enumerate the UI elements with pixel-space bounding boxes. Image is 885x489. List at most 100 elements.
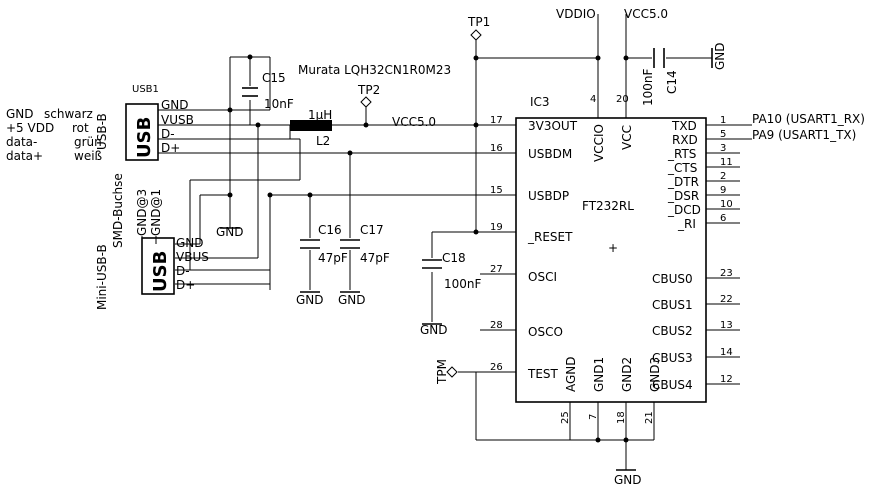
legend-dm-color: grün [74, 135, 102, 149]
usb-gnd-symbol: GND [216, 225, 244, 239]
pin-22-name: CBUS1 [652, 298, 693, 312]
legend-dp-color: weiß [74, 149, 103, 163]
c15-name: C15 [262, 71, 286, 85]
wire-color-legend: GND schwarz +5 VDD rot data- grün data+ … [6, 107, 103, 163]
pin-10-name: _DCD [667, 203, 701, 217]
legend-gnd-name: GND [6, 107, 34, 121]
tpm-testpoint: TPM [435, 359, 458, 385]
pin-6-name: _RI [677, 217, 696, 231]
pin-17-num: 17 [490, 115, 503, 126]
ic3-ft232rl: IC3 FT232RL + 17 3V3OUT 16 USBDM 15 USBD… [490, 94, 733, 424]
pin-5-name: RXD [672, 133, 698, 147]
c14-gnd: GND [713, 42, 727, 70]
pin-20-num: 20 [616, 94, 629, 105]
pin-19-name: _RESET [527, 230, 573, 244]
ic3-right-pins: TXD 1 RXD 5 _RTS 3 _CTS 11 _DTR 2 _DSR 9… [652, 115, 733, 392]
pin-1-num: 1 [720, 115, 726, 126]
pin-13-num: 13 [720, 320, 733, 331]
c14-name: C14 [665, 70, 679, 94]
c17-capacitor: C17 47pF GND [338, 223, 390, 307]
legend-vdd-color: rot [72, 121, 89, 135]
pin-3-name: _RTS [667, 147, 696, 161]
pin-26-name: TEST [527, 367, 559, 381]
pin-11-name: _CTS [667, 161, 697, 175]
svg-text:+: + [608, 241, 618, 255]
mini-pin-gnd: GND [176, 236, 204, 250]
tp2-testpoint: TP2 VCC5.0 [357, 83, 436, 129]
pin-2-name: _DTR [667, 175, 699, 189]
legend-vdd-name: +5 VDD [6, 121, 54, 135]
tp1-label: TP1 [467, 15, 490, 29]
mini-usb-connector: USB GND VBUS D- D+ SMD-Buchse Mini-USB-B… [95, 173, 209, 310]
pin-5-num: 5 [720, 129, 726, 140]
ic3-left-pins: 17 3V3OUT 16 USBDM 15 USBDP 19 _RESET 27… [490, 115, 578, 381]
bottom-gnd-symbol: GND [614, 469, 642, 487]
c14-capacitor: 100nF C14 GND [641, 42, 727, 106]
pin-21-name: GND3 [648, 357, 662, 392]
tpm-label: TPM [435, 359, 449, 385]
tp1-testpoint: TP1 [467, 15, 490, 41]
pin-27-num: 27 [490, 264, 503, 275]
usb1-pin-dp: D+ [161, 141, 180, 155]
usb-gnd-label: GND [216, 225, 244, 239]
pin-3-num: 3 [720, 143, 726, 154]
net-pa9: PA9 (USART1_TX) [752, 128, 856, 142]
vcc5-mid-label: VCC5.0 [392, 115, 436, 129]
pin-25-name: AGND [564, 356, 578, 392]
mini-usb-label2: Mini-USB-B [95, 244, 109, 310]
pin-18-num: 18 [616, 411, 627, 424]
c15-capacitor: C15 10nF [242, 71, 294, 111]
usb1-designator: USB1 [132, 84, 159, 95]
pin-15-num: 15 [490, 185, 503, 196]
mini-usb-gnd1: GND@1 [149, 189, 163, 236]
mini-usb-usb-text: USB [150, 251, 171, 292]
bottom-gnd-label: GND [614, 473, 642, 487]
c18-gnd: GND [420, 323, 448, 337]
pin-15-name: USBDP [528, 189, 569, 203]
net-labels: PA10 (USART1_RX) PA9 (USART1_TX) [752, 112, 865, 142]
pin-14-num: 14 [720, 347, 733, 358]
c15-value: 10nF [264, 97, 294, 111]
usb1-pin-dm: D- [161, 127, 175, 141]
pin-11-num: 11 [720, 157, 733, 168]
pin-26-num: 26 [490, 362, 503, 373]
ic3-bottom-pins: AGND 25 GND1 7 GND2 18 GND3 21 [560, 356, 662, 424]
vcc5-top-label: VCC5.0 [624, 7, 668, 21]
pin-9-name: _DSR [667, 189, 699, 203]
legend-dm-name: data- [6, 135, 37, 149]
c17-name: C17 [360, 223, 384, 237]
ic3-top-pins: 4 VCCIO 20 VCC [590, 94, 634, 162]
pin-22-num: 22 [720, 294, 733, 305]
l2-value: 1µH [308, 108, 332, 122]
c14-value: 100nF [641, 68, 655, 106]
vddio-label: VDDIO [556, 7, 596, 21]
c17-gnd: GND [338, 293, 366, 307]
l2-part: Murata LQH32CN1R0M23 [298, 63, 451, 77]
c18-value: 100nF [444, 277, 482, 291]
usb1-usb-text: USB [134, 117, 155, 158]
pin-6-num: 6 [720, 213, 726, 224]
pin-1-name: TXD [671, 119, 697, 133]
ic3-designator: IC3 [530, 95, 550, 109]
mini-usb-gnd3: GND@3 [135, 189, 149, 236]
pin-23-name: CBUS0 [652, 272, 693, 286]
mini-pin-vbus: VBUS [176, 250, 209, 264]
usb1-conn-label: USB-B [95, 113, 109, 150]
pin-19-num: 19 [490, 222, 503, 233]
pin-13-name: CBUS2 [652, 324, 693, 338]
pin-28-name: OSCO [528, 325, 563, 339]
pin-7-num: 7 [588, 414, 599, 420]
c17-value: 47pF [360, 251, 390, 265]
c16-value: 47pF [318, 251, 348, 265]
pin-25-num: 25 [560, 411, 571, 424]
c18-name: C18 [442, 251, 466, 265]
net-pa10: PA10 (USART1_RX) [752, 112, 865, 126]
pin-2-num: 2 [720, 171, 726, 182]
mini-pin-dm: D- [176, 264, 190, 278]
pin-20-name: VCC [620, 125, 634, 150]
pin-10-num: 10 [720, 199, 733, 210]
usb1-pin-vusb: VUSB [161, 113, 194, 127]
usb1-connector: USB USB1 GND VUSB D- D+ USB-B [95, 84, 194, 161]
l2-name: L2 [316, 134, 330, 148]
